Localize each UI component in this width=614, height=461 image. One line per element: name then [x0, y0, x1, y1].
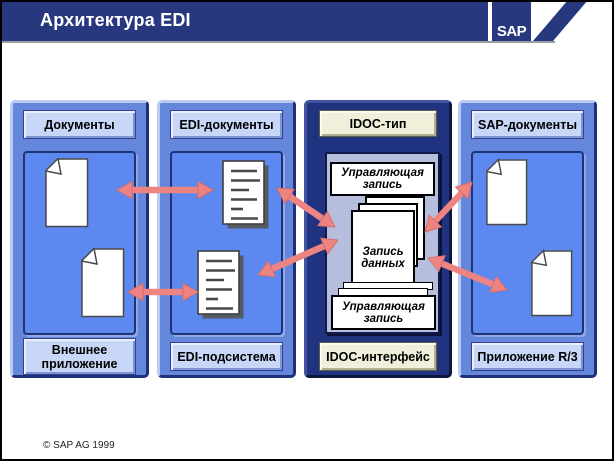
page-title: Архитектура EDI [40, 10, 191, 30]
copyright: © SAP AG 1999 [43, 440, 115, 451]
idoc-panel: Управляющая запись Запись данных Управля… [325, 152, 440, 334]
title-bar: Архитектура EDI [2, 2, 488, 41]
sap-document-icon [486, 158, 528, 226]
sap-documents-panel [471, 151, 584, 335]
column-sap-documents-header: SAP-документы [471, 110, 584, 139]
column-documents: Документы Внешнее приложение [10, 100, 149, 378]
control-record-bottom: Управляющая запись [331, 295, 436, 330]
document-icon [45, 158, 89, 228]
sap-document-icon [531, 249, 573, 317]
documents-panel [23, 151, 136, 335]
column-edi-documents: EDI-документы [157, 100, 296, 378]
column-edi-documents-footer: EDI-подсистема [170, 342, 283, 371]
column-sap-documents-footer: Приложение R/3 [471, 342, 584, 371]
data-record: Запись данных [351, 210, 415, 286]
edi-document-icon [197, 250, 244, 319]
column-idoc-footer: IDOC-интерфейс [319, 342, 437, 371]
column-edi-documents-header: EDI-документы [170, 110, 283, 139]
column-documents-footer: Внешнее приложение [23, 338, 136, 375]
column-documents-header: Документы [23, 110, 136, 139]
data-record-stack: Запись данных [351, 196, 433, 288]
edi-documents-panel [170, 151, 283, 335]
control-record-top: Управляющая запись [330, 162, 435, 196]
sap-logo: SAP [492, 2, 531, 41]
column-idoc-header: IDOC-тип [319, 110, 437, 137]
title-bar-underline [2, 41, 555, 43]
column-sap-documents: SAP-документы Приложение R/3 [458, 100, 597, 378]
document-icon [81, 248, 125, 318]
sap-logo-stripe-icon [533, 0, 588, 41]
edi-document-icon [222, 160, 269, 229]
column-idoc: IDOC-тип Управляющая запись Запись данны… [304, 100, 452, 378]
sap-logo-text: SAP [496, 23, 527, 40]
